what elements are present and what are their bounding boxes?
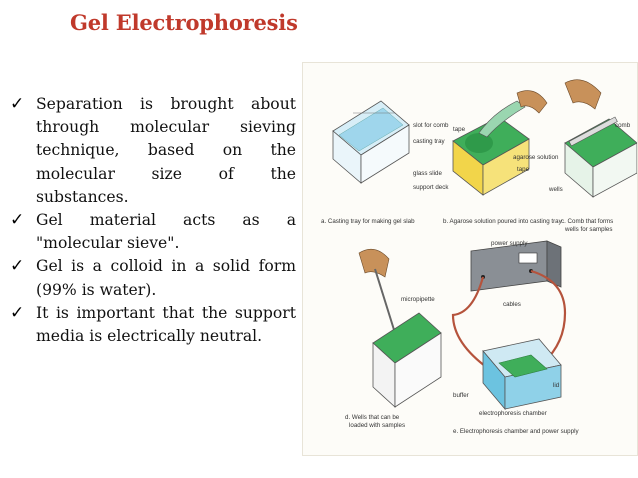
electrophoresis-chamber-drawing xyxy=(482,338,562,411)
label-wells: wells xyxy=(548,186,563,193)
label-buffer: buffer xyxy=(453,392,469,399)
label-power-supply: power supply xyxy=(491,240,528,247)
label-glass-slide: glass slide xyxy=(413,170,442,177)
caption-d-line2: loaded with samples xyxy=(349,422,405,429)
checkmark-icon: ✓ xyxy=(10,256,25,277)
comb-drawing xyxy=(564,79,637,198)
casting-tray-drawing xyxy=(332,100,410,184)
caption-d-line1: d. Wells that can be xyxy=(345,414,400,421)
electrophoresis-figure: slot for comb casting tray glass slide s… xyxy=(302,62,638,456)
caption-c-line1: c. Comb that forms xyxy=(561,218,613,225)
power-supply-drawing xyxy=(470,240,562,292)
caption-b: b. Agarose solution poured into casting … xyxy=(443,218,563,225)
bullet-item: ✓ It is important that the support media … xyxy=(8,302,296,348)
caption-e: e. Electrophoresis chamber and power sup… xyxy=(453,428,579,435)
cables-drawing xyxy=(451,269,567,370)
bullet-text: It is important that the support media i… xyxy=(36,303,296,346)
bullet-text: Separation is brought about through mole… xyxy=(36,95,296,206)
electrophoresis-diagram: slot for comb casting tray glass slide s… xyxy=(321,79,637,435)
caption-c-line2: wells for samples xyxy=(564,226,612,233)
label-tape-right: tape xyxy=(517,166,530,173)
label-lid: lid xyxy=(553,382,560,389)
label-tape-left: tape xyxy=(453,126,466,133)
label-slot-for-comb: slot for comb xyxy=(413,122,449,129)
label-support-deck: support deck xyxy=(413,184,449,191)
bullet-list: ✓ Separation is brought about through mol… xyxy=(8,93,296,348)
micropipette-drawing xyxy=(358,248,442,408)
checkmark-icon: ✓ xyxy=(10,302,25,323)
label-casting-tray: casting tray xyxy=(413,138,446,145)
label-micropipette: micropipette xyxy=(401,296,435,303)
bullet-item: ✓ Gel is a colloid in a solid form (99% i… xyxy=(8,255,296,301)
checkmark-icon: ✓ xyxy=(10,94,25,114)
agarose-pouring-drawing xyxy=(452,90,548,196)
label-comb: comb xyxy=(615,122,631,129)
caption-a: a. Casting tray for making gel slab xyxy=(321,218,415,225)
bullet-text: Gel material acts as a "molecular sieve"… xyxy=(36,211,296,253)
bullet-item: ✓ Gel material acts as a "molecular sieve… xyxy=(8,209,296,255)
bullet-text: Gel is a colloid in a solid form (99% is… xyxy=(36,257,296,299)
label-electrophoresis-chamber: electrophoresis chamber xyxy=(479,410,547,417)
slide-title: Gel Electrophoresis xyxy=(70,10,298,35)
label-cables: cables xyxy=(503,301,521,308)
checkmark-icon: ✓ xyxy=(10,210,25,231)
bullet-item: ✓ Separation is brought about through mol… xyxy=(8,93,296,209)
label-agarose-solution: agarose solution xyxy=(513,154,559,161)
